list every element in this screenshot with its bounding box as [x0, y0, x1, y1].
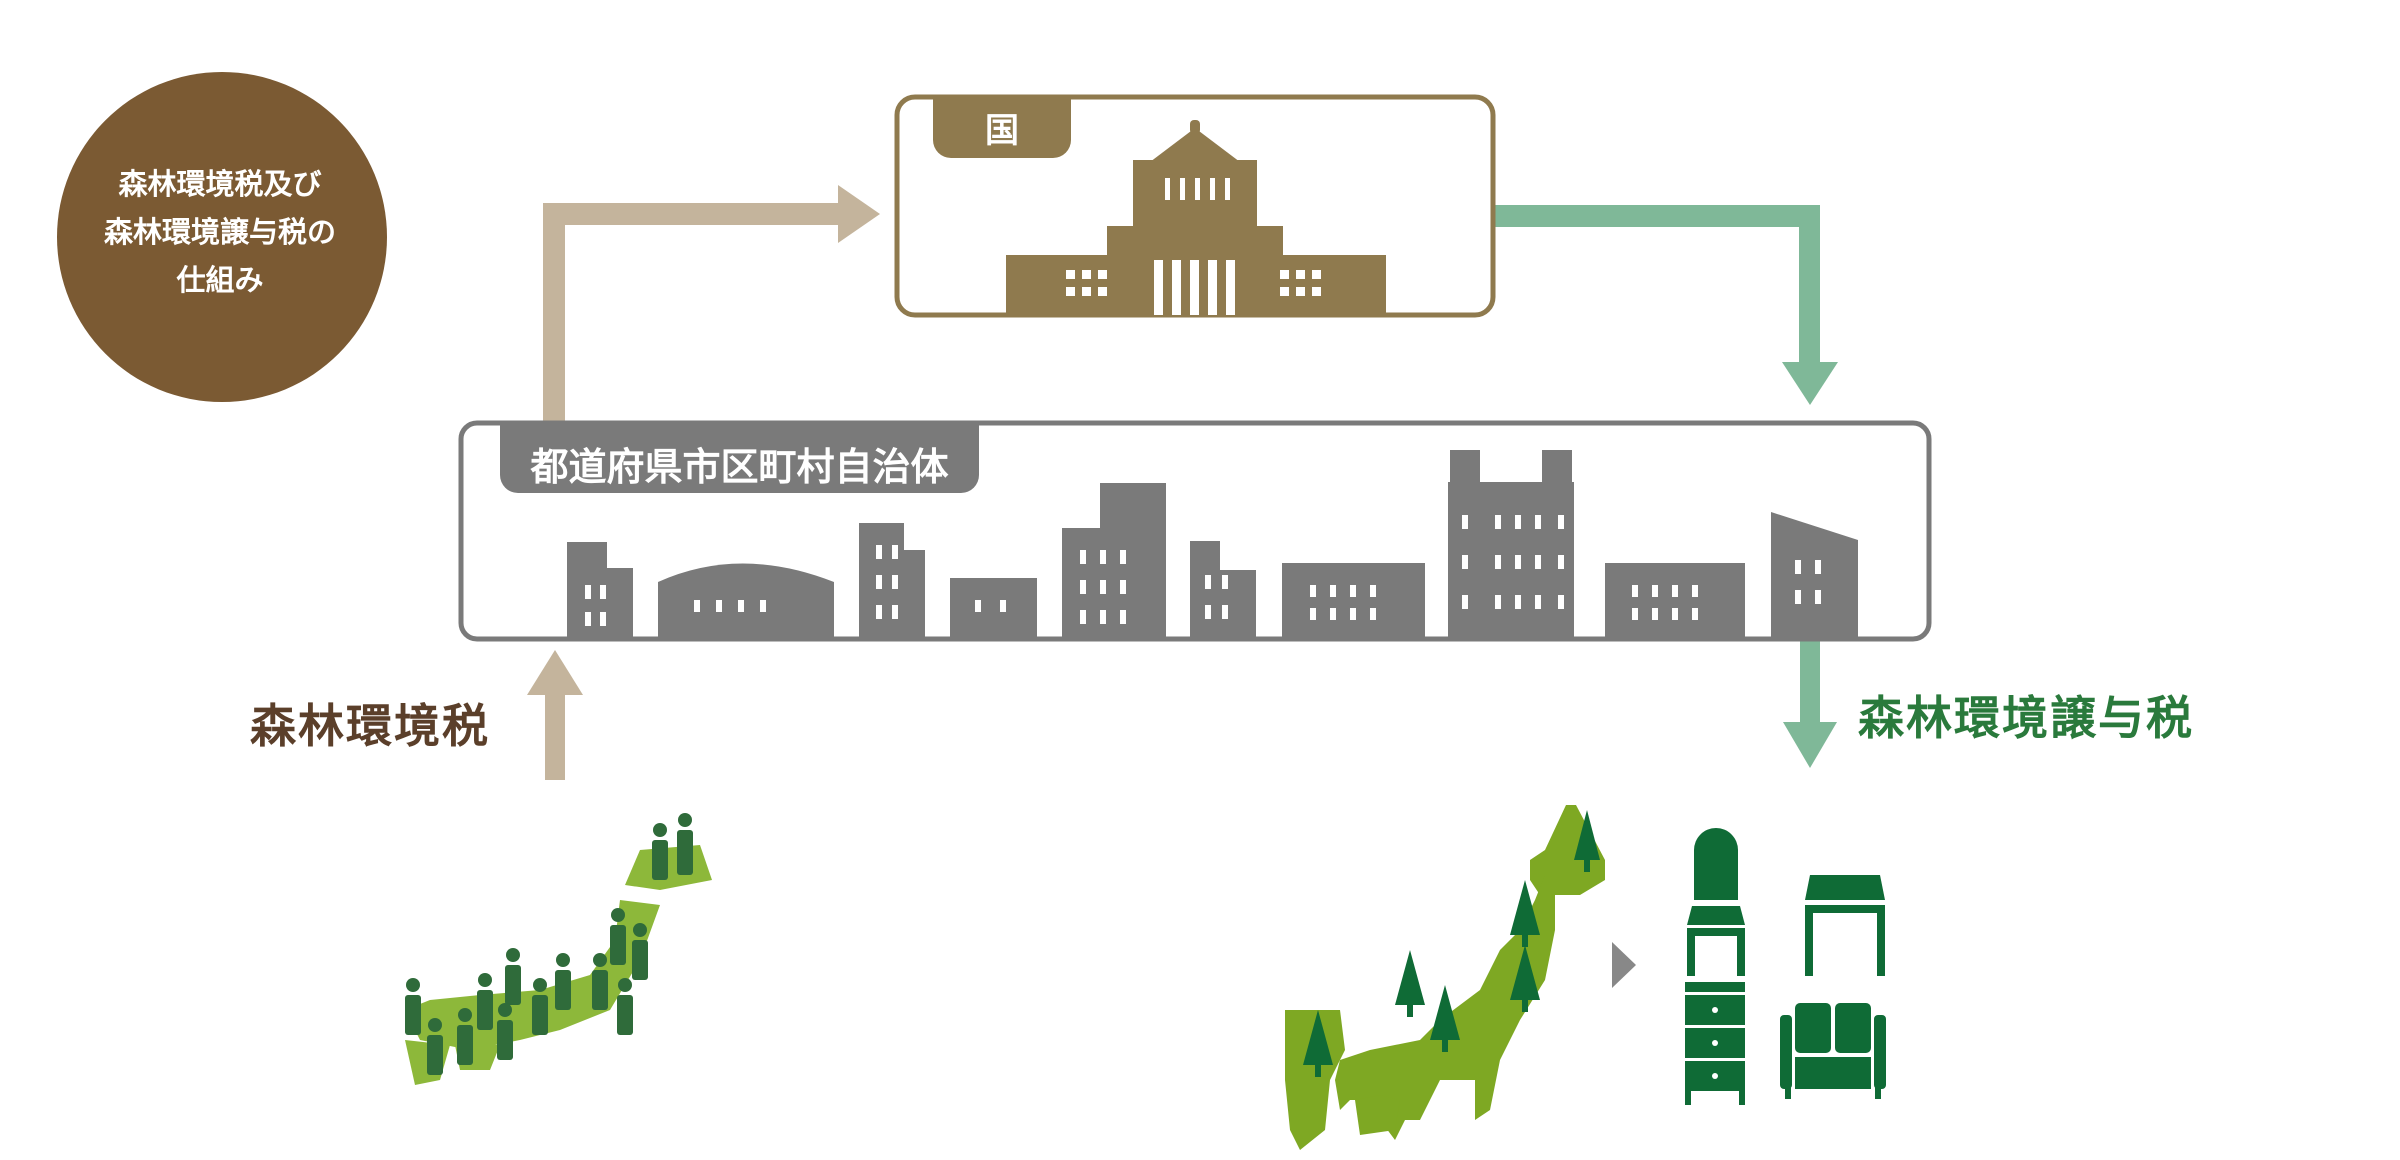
table-icon — [1805, 875, 1885, 976]
municipal-label: 都道府県市区町村自治体 — [530, 445, 949, 489]
national-tab — [933, 99, 1071, 158]
national-diet-building-icon — [1006, 120, 1386, 315]
title-circle — [57, 72, 387, 402]
title-line-2: 森林環境譲与税の — [103, 215, 336, 249]
title-circle-text: 森林環境税及び 森林環境譲与税の 仕組み — [55, 160, 385, 304]
sofa-icon — [1780, 1003, 1886, 1099]
people-figures — [405, 813, 693, 1075]
national-label: 国 — [985, 111, 1019, 151]
forest-environment-tax-label: 森林環境税 — [250, 699, 490, 753]
japan-map-trees-icon — [1285, 805, 1605, 1150]
municipal-box — [458, 420, 1932, 642]
pointer-triangle-icon — [1612, 942, 1636, 988]
japan-map-people-icon — [405, 813, 712, 1085]
municipal-tab — [500, 425, 979, 493]
title-line-3: 仕組み — [176, 263, 264, 297]
green-arrow-down — [1783, 640, 1837, 768]
green-arrow-to-municipal — [1495, 205, 1838, 405]
tan-arrow-to-national — [543, 185, 880, 421]
city-windows — [585, 515, 1821, 626]
forest-environment-transfer-tax-label: 森林環境譲与税 — [1858, 691, 2194, 745]
chair-icon — [1687, 828, 1745, 976]
drawer-icon — [1685, 982, 1745, 1105]
tan-arrow-up — [527, 650, 583, 780]
national-box — [894, 94, 1496, 318]
trees — [1303, 810, 1600, 1077]
title-line-1: 森林環境税及び — [118, 167, 322, 201]
